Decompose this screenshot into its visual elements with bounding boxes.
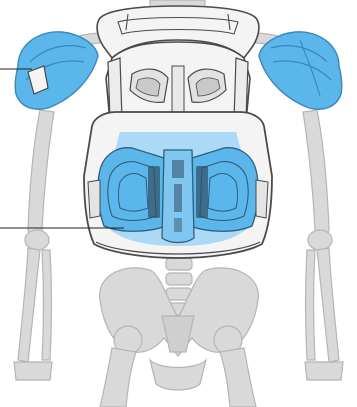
right-humerus (303, 110, 329, 235)
chest-pad-right-perforations (196, 166, 208, 218)
shell-side-right (256, 180, 268, 218)
shell-side-left (88, 180, 100, 218)
left-ulna (42, 250, 52, 360)
shoulder-pad-left (15, 32, 98, 109)
sternum-ridge (172, 66, 184, 112)
chest-protector (84, 6, 272, 258)
shoulder-pad-left-shell (15, 32, 98, 109)
right-ulna (306, 250, 316, 360)
right-strap (234, 58, 248, 120)
left-femur (100, 348, 136, 407)
shoulder-pad-right (259, 32, 342, 109)
left-elbow (25, 230, 49, 250)
sacrum (162, 316, 194, 352)
chest-center-slot-top (172, 160, 184, 178)
right-wrist (305, 362, 343, 380)
pubis (150, 360, 206, 390)
chest-pad-left-perforations (148, 166, 160, 218)
chest-center-slot-low (174, 218, 182, 232)
left-humerus (28, 110, 54, 235)
left-strap (108, 58, 122, 120)
right-radius (317, 248, 339, 362)
left-wrist (14, 362, 52, 380)
chest-center-slot-mid (174, 184, 182, 212)
right-femur (220, 348, 256, 407)
left-radius (18, 248, 40, 362)
right-elbow (308, 230, 332, 250)
shoulder-pad-right-shell (259, 32, 342, 109)
